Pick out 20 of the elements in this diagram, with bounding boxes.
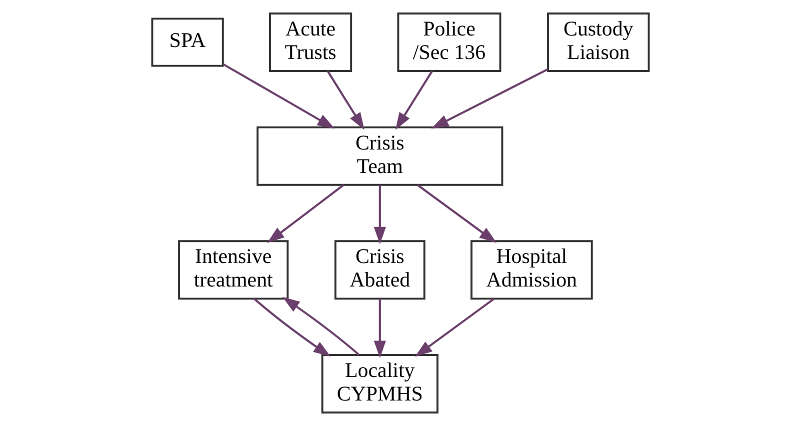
node-box: Locality CYPMHS: [320, 354, 438, 414]
node-box: Crisis Abated: [334, 240, 425, 300]
arrow: [266, 184, 344, 243]
node-box: Crisis Team: [256, 126, 503, 186]
arrow: [373, 298, 386, 358]
node-box: Intensive treatment: [178, 240, 288, 300]
arrow: [416, 184, 496, 243]
node-box: Custody Liaison: [546, 12, 650, 72]
node-box: SPA: [150, 18, 224, 67]
arrow: [252, 298, 330, 357]
arrow: [373, 184, 386, 244]
arrow: [282, 296, 360, 356]
node-box: Acute Trusts: [268, 12, 352, 72]
arrow: [430, 68, 548, 129]
arrow: [394, 70, 432, 130]
arrow: [414, 298, 494, 357]
node-box: Hospital Admission: [470, 240, 592, 300]
node-box: Police /Sec 136: [396, 12, 501, 72]
arrow: [222, 63, 334, 129]
arrow: [326, 70, 364, 130]
